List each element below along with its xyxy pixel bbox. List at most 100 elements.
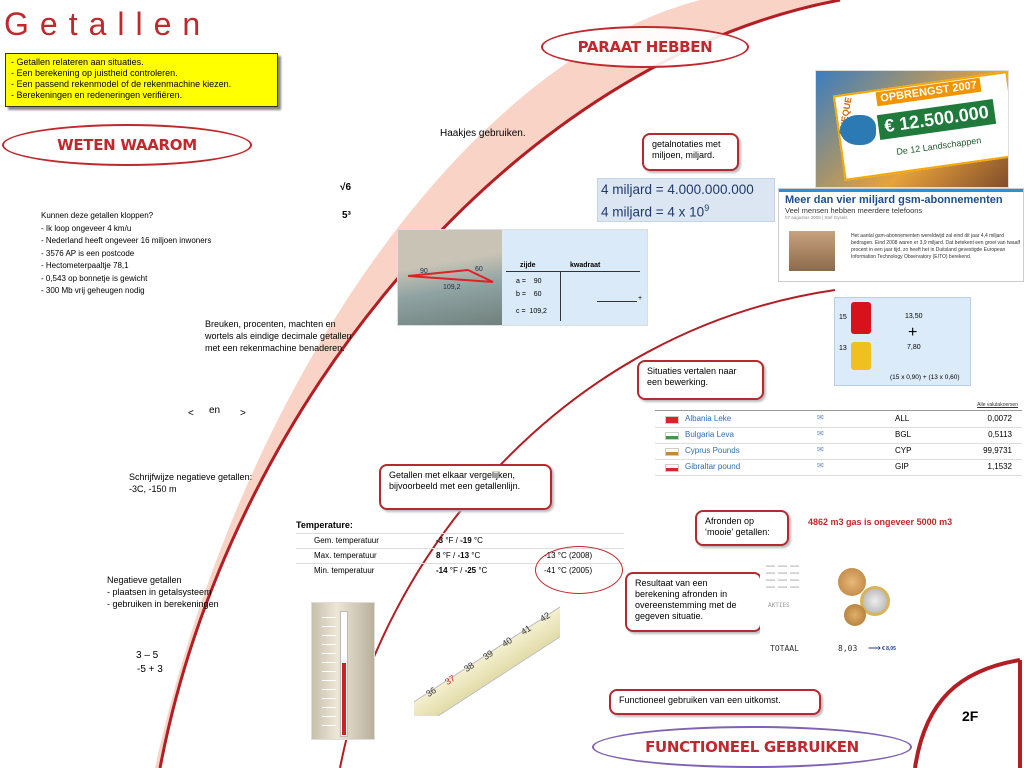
negatief-note: Negatieve getallen - plaatsen in getalsy… [107,574,219,610]
negatief-line: Negatieve getallen [107,575,182,585]
pyth-row: c = 109,2 [516,308,547,315]
gsm-title: Meer dan vier miljard gsm-abonnementen [785,194,1003,206]
currency-code: BGL [895,430,912,439]
gas-note: 4862 m3 gas is ongeveer 5000 m3 [808,517,953,527]
receipt-total-value: 8,03 [838,644,858,653]
temp-label: Gem. temperatuur [314,536,379,545]
currency-name[interactable]: Bulgaria Leva [685,430,734,439]
cola-qty-1: 15 [839,314,847,321]
pyth-plus: + [638,295,643,302]
gt-symbol: > [240,408,246,419]
currency-code: ALL [895,414,910,423]
currency-name[interactable]: Albania Leke [685,414,732,423]
list-item: - 0,543 op bonnetje is gewicht [41,273,148,283]
haakjes-note: Haakjes gebruiken. [440,128,526,139]
arrow-icon: ⟶ [868,643,881,653]
corner-arc [913,658,1021,768]
breuken-line: met een rekenmachine benaderen. [205,343,345,353]
receipt-euro: € 8,05 [882,646,896,652]
currency-value: 1,1532 [987,462,1012,471]
schrijfwijze-note: Schrijfwijze negatieve getallen: -3C, -1… [129,471,252,495]
pythagoras-image: 90 60 109,2 zijde kwadraat a = 90 b = 60… [397,229,648,326]
chart-icon[interactable]: ✉ [817,429,824,438]
currency-row: Albania Leke ✉ ALL 0,0072 [655,412,1022,428]
functioneel-box: Functioneel gebruiken van een uitkomst. [609,689,821,715]
power-note: 5³ [342,210,351,221]
list-item: - Ik loop ongeveer 4 km/u [41,223,132,233]
kunnen-title: Kunnen deze getallen kloppen? [41,211,154,220]
temperature-table: Temperature: Gem. temperatuur-3 °F / -19… [296,520,624,592]
goal-item: - Getallen relateren aan situaties. [11,57,144,67]
currency-name[interactable]: Cyprus Pounds [685,446,740,455]
gsm-date: 07 augustus 2009 | Stef Gysels [785,215,848,220]
notaties-box: getalnotaties met miljoen, miljard. [642,133,739,171]
cheque-photo: OPBRENGST 2007 € 12.500.000 De 12 Landsc… [815,70,1009,188]
situaties-box: Situaties vertalen naar een bewerking. [637,360,764,400]
currency-value: 0,0072 [987,414,1012,423]
chart-icon[interactable]: ✉ [817,413,824,422]
page-number: 2F [962,708,979,724]
receipt-line: AKTIES [768,602,790,609]
temp-title: Temperature: [296,520,353,530]
chart-icon[interactable]: ✉ [817,445,824,454]
currency-value: 0,5113 [988,430,1012,439]
goal-item: - Berekeningen en redeneringen verifiëre… [11,90,183,100]
chart-icon[interactable]: ✉ [817,461,824,470]
list-item: - 300 Mb vrij geheugen nodig [41,286,145,295]
resultaat-box: Resultaat van een berekening afronden in… [625,572,762,632]
cola-price-1: 13,50 [905,313,923,320]
goal-item: - Een passend rekenmodel of de rekenmach… [11,79,232,89]
calc-line-1: 3 – 5 [136,650,159,661]
pyth-row: a = 90 [516,278,542,285]
kunnen-list: Kunnen deze getallen kloppen? - Ik loop … [41,210,211,298]
cola-plus: + [908,324,918,341]
miljard-exponent: 9 [704,203,710,213]
side-a-label: 90 [420,268,428,275]
flag-icon [665,448,679,456]
miljard-image: 4 miljard = 4.000.000.000 4 miljard = 4 … [597,178,775,222]
list-item: - 3576 AP is een postcode [41,248,135,258]
gsm-header-bar [779,189,1023,192]
functioneel-gebruiken-oval: FUNCTIONEEL GEBRUIKEN [592,726,912,768]
currency-header: Alle valutakoersen [977,402,1018,408]
en-word: en [209,405,221,416]
thermometer-fluid [342,663,346,735]
currency-code: CYP [895,446,912,455]
temp-row: Gem. temperatuur-3 °F / -19 °C [296,533,624,548]
currency-name[interactable]: Gibraltar pound [685,462,741,471]
kingfisher-icon [840,115,876,145]
coin-icon [838,568,866,596]
temp-label: Min. temperatuur [314,566,375,575]
breuken-line: Breuken, procenten, machten en [205,319,336,329]
cola-price-2: 7,80 [907,344,921,351]
coin-icon [844,604,866,626]
negatief-line: - plaatsen in getalsysteem [107,587,212,597]
triangle-overlay [407,269,494,283]
miljard-line-1: 4 miljard = 4.000.000.000 [601,182,754,197]
paraat-hebben-oval: PARAAT HEBBEN [541,26,749,68]
breuken-line: wortels als eindige decimale getallen [205,331,352,341]
breuken-note: Breuken, procenten, machten en wortels a… [205,318,352,354]
cola-can-icon [851,302,871,334]
cola-qty-2: 13 [839,345,847,352]
miljard-line-2: 4 miljard = 4 x 109 [601,199,771,222]
cola-formula: (15 x 0,90) + (13 x 0,60) [890,374,960,381]
side-b-label: 60 [475,266,483,273]
wall-thermometer-photo [311,602,375,740]
currency-row: Bulgaria Leva ✉ BGL 0,5113 [655,428,1022,444]
receipt-image: ═══ ═══ ══════ ═══ ══════ ═══ ══════ ═══… [760,560,902,658]
gsm-subtitle: Veel mensen hebben meerdere telefoons [785,206,923,215]
temp-values: 8 °F / -13 °C [436,551,481,560]
list-item: - Nederland heeft ongeveer 16 miljoen in… [41,236,212,245]
flag-icon [665,432,679,440]
flag-icon [665,416,679,424]
schrijf-line: -3C, -150 m [129,484,177,494]
afronden-box: Afronden op ‘mooie’ getallen: [695,510,789,546]
schrijf-line: Schrijfwijze negatieve getallen: [129,472,253,482]
pyth-row: b = 60 [516,291,542,298]
weten-waarom-oval: WETEN WAAROM [2,124,252,166]
currency-table: Alle valutakoersen Albania Leke ✉ ALL 0,007… [655,402,1022,477]
list-item: - Hectometerpaaltje 78,1 [41,261,129,270]
